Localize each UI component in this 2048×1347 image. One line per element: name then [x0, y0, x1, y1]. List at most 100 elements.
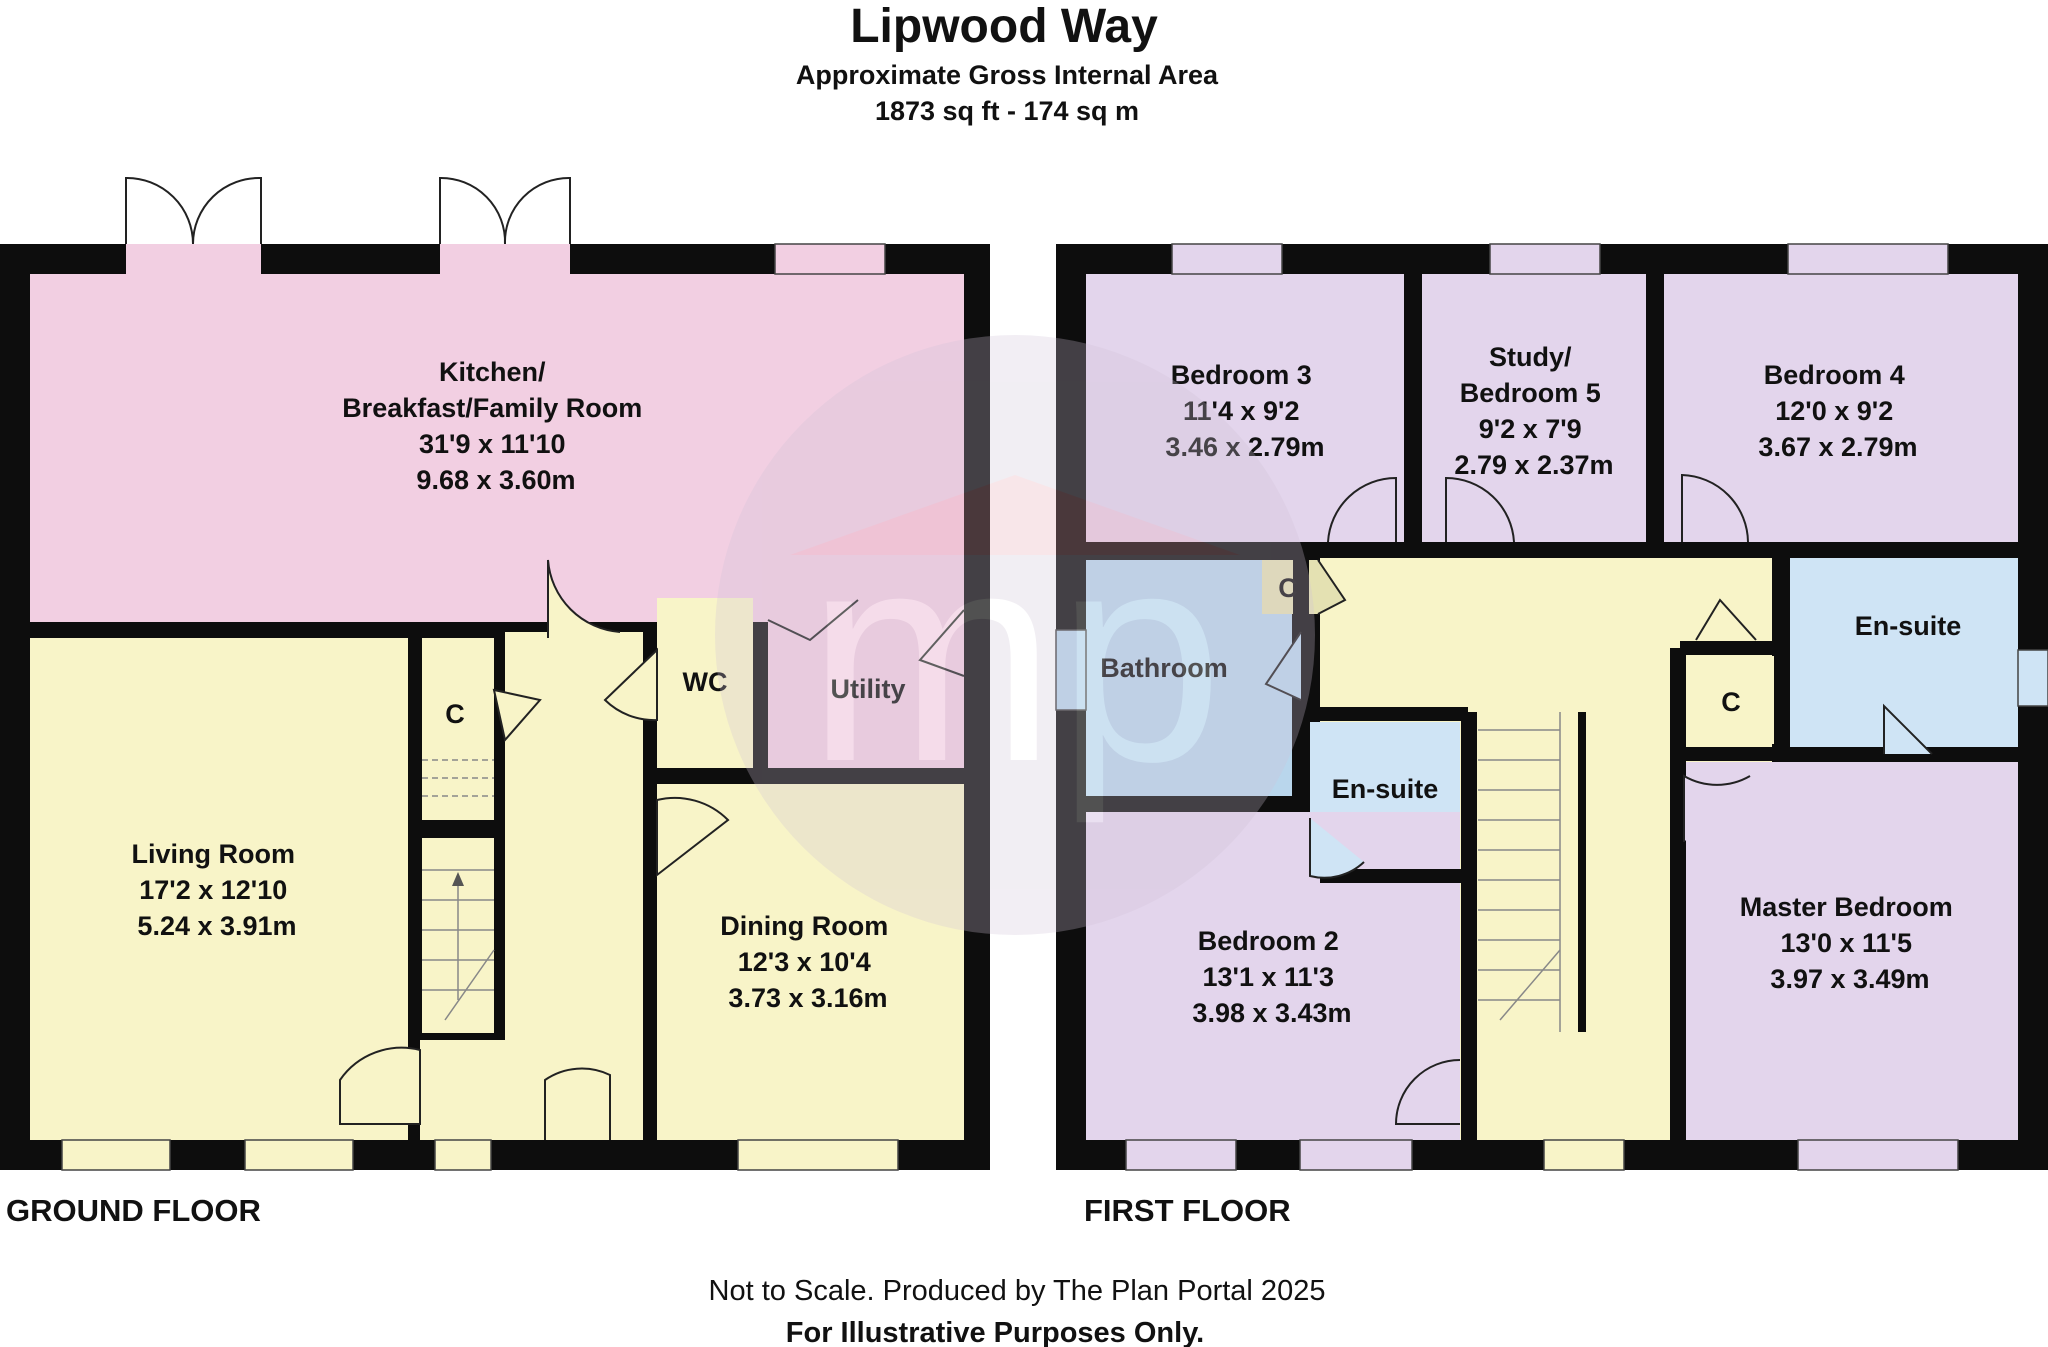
living-dims-metric: 5.24 x 3.91m [137, 911, 296, 941]
bedroom4-dims-imperial: 12'0 x 9'2 [1775, 396, 1893, 426]
bathroom-door-swing [1264, 631, 1302, 701]
first-floor: Bedroom 3 11'4 x 9'2 3.46 x 2.79m Study/… [1055, 243, 2048, 1228]
room-stairs-first [1478, 712, 1574, 1032]
bedroom3-dims-imperial: 11'4 x 9'2 [1183, 396, 1299, 426]
utility-label: Utility [830, 674, 905, 704]
master-label: Master Bedroom [1740, 892, 1953, 922]
window-living-2 [244, 1139, 354, 1171]
utility-external-door [918, 609, 965, 677]
cupboard-b-door-swing [1695, 598, 1757, 641]
dining-label: Dining Room [720, 911, 888, 941]
utility-door-swing [767, 599, 859, 642]
bedroom3-dims-metric: 3.46 x 2.79m [1165, 432, 1324, 462]
svg-text:Study/ Bedroom 5 9: Study/ Bedroom 5 9'2 x 7'9 2.79 x 2.37m [1454, 342, 1613, 480]
window-bedroom3 [1171, 243, 1283, 275]
watermark-text: mp [807, 488, 1224, 826]
window-ensuite-top [2017, 649, 2048, 707]
living-dims-imperial: 17'2 x 12'10 [139, 875, 287, 905]
plan-title: Lipwood Way [850, 0, 1158, 53]
wc-label: WC [683, 667, 728, 697]
stairs-first [1478, 712, 1561, 1032]
bedroom2-dims-imperial: 13'1 x 11'3 [1203, 962, 1334, 992]
ensuite-mid-label: En-suite [1332, 774, 1439, 804]
window-master [1797, 1139, 1959, 1171]
kitchen-label-line1: Kitchen/ [439, 357, 546, 387]
ground-floor-label: GROUND FLOOR [6, 1193, 261, 1228]
kitchen-dims-metric: 9.68 x 3.60m [416, 465, 575, 495]
room-bathroom [1086, 560, 1292, 796]
window-bedroom4 [1787, 243, 1949, 275]
room-wc [657, 598, 753, 768]
master-dims-metric: 3.97 x 3.49m [1770, 964, 1929, 994]
bedroom4-label: Bedroom 4 [1764, 360, 1905, 390]
bedroom2-dims-metric: 3.98 x 3.43m [1192, 998, 1351, 1028]
front-door-swing [544, 1067, 611, 1140]
french-door-left [125, 176, 262, 274]
window-hall [434, 1139, 492, 1171]
cupboard-door-swing [492, 688, 542, 743]
window-living-1 [61, 1139, 171, 1171]
study-dims-metric: 2.79 x 2.37m [1454, 450, 1613, 480]
window-bedroom2-2 [1299, 1139, 1413, 1171]
ensuite-mid-door-swing [1309, 818, 1365, 879]
master-dims-imperial: 13'0 x 11'5 [1781, 928, 1912, 958]
room-master [1684, 762, 2018, 1140]
study-label-line2: Bedroom 5 [1460, 378, 1601, 408]
footer-note: Not to Scale. Produced by The Plan Porta… [709, 1275, 1326, 1307]
bedroom2-door-swing [1394, 1059, 1461, 1125]
ensuite-top-label: En-suite [1855, 611, 1962, 641]
room-bedroom2-lower [1086, 886, 1460, 1140]
window-dining [737, 1139, 899, 1171]
kitchen-label-line2: Breakfast/Family Room [342, 393, 642, 423]
study-door-swing [1445, 476, 1515, 543]
plan-subtitle: Approximate Gross Internal Area [796, 60, 1219, 90]
cupboard-a-door-swing [1317, 559, 1347, 615]
cupboard-ground-label: C [445, 699, 465, 729]
living-door-swing [339, 1046, 421, 1125]
first-inner-walls [1086, 274, 2018, 1140]
footer-disclaimer: For Illustrative Purposes Only. [786, 1317, 1204, 1347]
plan-area: 1873 sq ft - 174 sq m [875, 96, 1139, 126]
ensuite-top-door-swing [1883, 703, 1933, 755]
bedroom4-dims-metric: 3.67 x 2.79m [1758, 432, 1917, 462]
room-dining [657, 784, 964, 1140]
room-ensuite-top [1790, 558, 2018, 754]
window-study [1489, 243, 1601, 275]
french-door-right [439, 176, 571, 274]
room-kitchen [30, 274, 964, 622]
cupboard-a-label: C [1278, 573, 1298, 603]
svg-text:Kitchen/ Breakfast/Famil: Kitchen/ Breakfast/Family Room 31'9 x 11… [342, 357, 650, 495]
svg-text:Living Room 17'2 x 12'10: Living Room 17'2 x 12'10 5.24 x 3.91m [131, 839, 302, 941]
bedroom4-door-swing [1681, 473, 1749, 543]
svg-text:Dining Room 12'3 x 10'4: Dining Room 12'3 x 10'4 3.73 x 3.16m [720, 911, 896, 1013]
window-landing [1543, 1139, 1625, 1171]
master-door-swing [1683, 774, 1751, 842]
stairs-ground [422, 759, 495, 1021]
living-label: Living Room [131, 839, 295, 869]
study-dims-imperial: 9'2 x 7'9 [1479, 414, 1582, 444]
bedroom3-label: Bedroom 3 [1171, 360, 1312, 390]
window-bedroom2-1 [1125, 1139, 1237, 1171]
svg-text:Bedroom 2 13'1 x 11'3: Bedroom 2 13'1 x 11'3 3.98 x 3.43m [1192, 926, 1351, 1028]
room-cupboard-ground [422, 638, 494, 820]
window-kitchen [774, 243, 886, 275]
svg-text:Bedroom 4 12'0 x 9'2: Bedroom 4 12'0 x 9'2 3.67 x 2.79m [1758, 360, 1917, 462]
svg-text:Bedroom 3 11'4 x 9'2: Bedroom 3 11'4 x 9'2 3.46 x 2.79m [1165, 360, 1324, 462]
bathroom-label: Bathroom [1100, 653, 1228, 683]
room-utility [768, 592, 964, 768]
first-floor-label: FIRST FLOOR [1084, 1193, 1291, 1228]
bedroom3-door-swing [1327, 476, 1397, 543]
window-bathroom [1055, 629, 1087, 711]
dining-dims-imperial: 12'3 x 10'4 [738, 947, 871, 977]
wc-door-swing [603, 647, 658, 722]
stairs-arrow-icon [452, 872, 464, 886]
room-living [30, 638, 408, 1140]
room-cupboard-b [1680, 656, 1774, 744]
ground-floor: Kitchen/ Breakfast/Family Room 31'9 x 11… [0, 176, 990, 1228]
kitchen-door-swing [547, 559, 621, 638]
kitchen-dims-imperial: 31'9 x 11'10 [419, 429, 565, 459]
watermark-logo: mp [715, 335, 1315, 935]
dining-dims-metric: 3.73 x 3.16m [728, 983, 887, 1013]
bedroom2-label: Bedroom 2 [1198, 926, 1339, 956]
